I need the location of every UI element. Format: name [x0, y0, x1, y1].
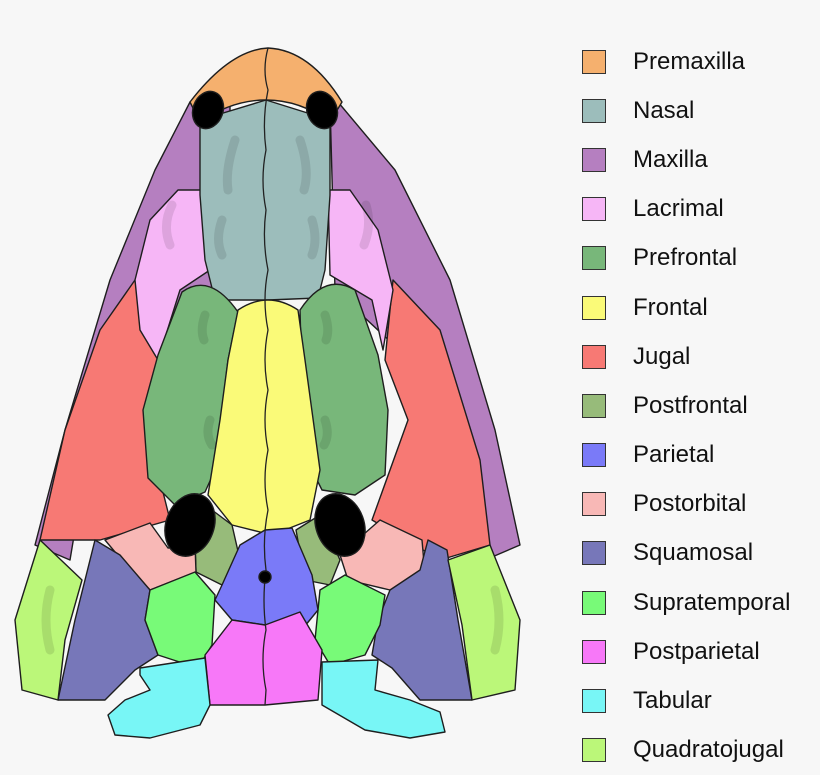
legend-label: Postorbital [633, 490, 747, 518]
legend-label: Premaxilla [633, 47, 746, 75]
legend-item-postparietal: Postparietal [582, 627, 818, 676]
orbit-left [164, 493, 216, 557]
legend-item-quadratojugal: Quadratojugal [582, 726, 818, 775]
legend-label: Nasal [633, 96, 695, 124]
swatch-prefrontal [582, 246, 606, 271]
legend-label: Quadratojugal [633, 736, 784, 764]
bone-prefrontal [142, 283, 389, 506]
legend-item-jugal: Jugal [582, 332, 818, 381]
legend-item-supratemporal: Supratemporal [582, 578, 818, 627]
bone-quadratojugal [14, 539, 521, 701]
legend-item-prefrontal: Prefrontal [582, 234, 818, 283]
swatch-lacrimal [582, 197, 606, 222]
swatch-postfrontal [582, 393, 606, 418]
legend-label: Supratemporal [633, 588, 791, 616]
legend-item-premaxilla: Premaxilla [582, 37, 818, 86]
swatch-frontal [582, 295, 606, 320]
swatch-squamosal [582, 541, 606, 566]
bone-frontal [207, 299, 321, 536]
legend-label: Postfrontal [633, 391, 748, 419]
swatch-premaxilla [582, 49, 606, 74]
swatch-parietal [582, 443, 606, 468]
legend-label: Frontal [633, 293, 708, 321]
skull-diagram [14, 47, 521, 739]
legend-label: Postparietal [633, 637, 760, 665]
bone-premaxilla [189, 47, 343, 123]
swatch-quadratojugal [582, 738, 606, 763]
legend-label: Squamosal [633, 539, 754, 567]
naris-right [305, 90, 339, 130]
legend-label: Lacrimal [633, 195, 724, 223]
legend-label: Tabular [633, 687, 712, 715]
swatch-supratemporal [582, 590, 606, 615]
legend-label: Prefrontal [633, 244, 738, 272]
swatch-nasal [582, 98, 606, 123]
legend-item-frontal: Frontal [582, 283, 818, 332]
legend-item-squamosal: Squamosal [582, 529, 818, 578]
bone-tabular [107, 657, 446, 739]
swatch-postorbital [582, 492, 606, 517]
legend-item-postfrontal: Postfrontal [582, 381, 818, 430]
legend: Premaxilla Nasal Maxilla Lacrimal Prefro… [582, 37, 818, 775]
legend-item-tabular: Tabular [582, 676, 818, 725]
legend-item-postorbital: Postorbital [582, 480, 818, 529]
swatch-tabular [582, 689, 606, 714]
legend-label: Maxilla [633, 145, 708, 173]
naris-left [191, 90, 225, 130]
legend-item-nasal: Nasal [582, 86, 818, 135]
legend-item-parietal: Parietal [582, 431, 818, 480]
legend-item-maxilla: Maxilla [582, 135, 818, 184]
legend-label: Jugal [633, 342, 691, 370]
legend-label: Parietal [633, 441, 715, 469]
legend-item-lacrimal: Lacrimal [582, 185, 818, 234]
orbit-right [314, 493, 366, 557]
swatch-jugal [582, 344, 606, 369]
pineal-foramen [258, 570, 272, 584]
swatch-postparietal [582, 639, 606, 664]
swatch-maxilla [582, 147, 606, 172]
